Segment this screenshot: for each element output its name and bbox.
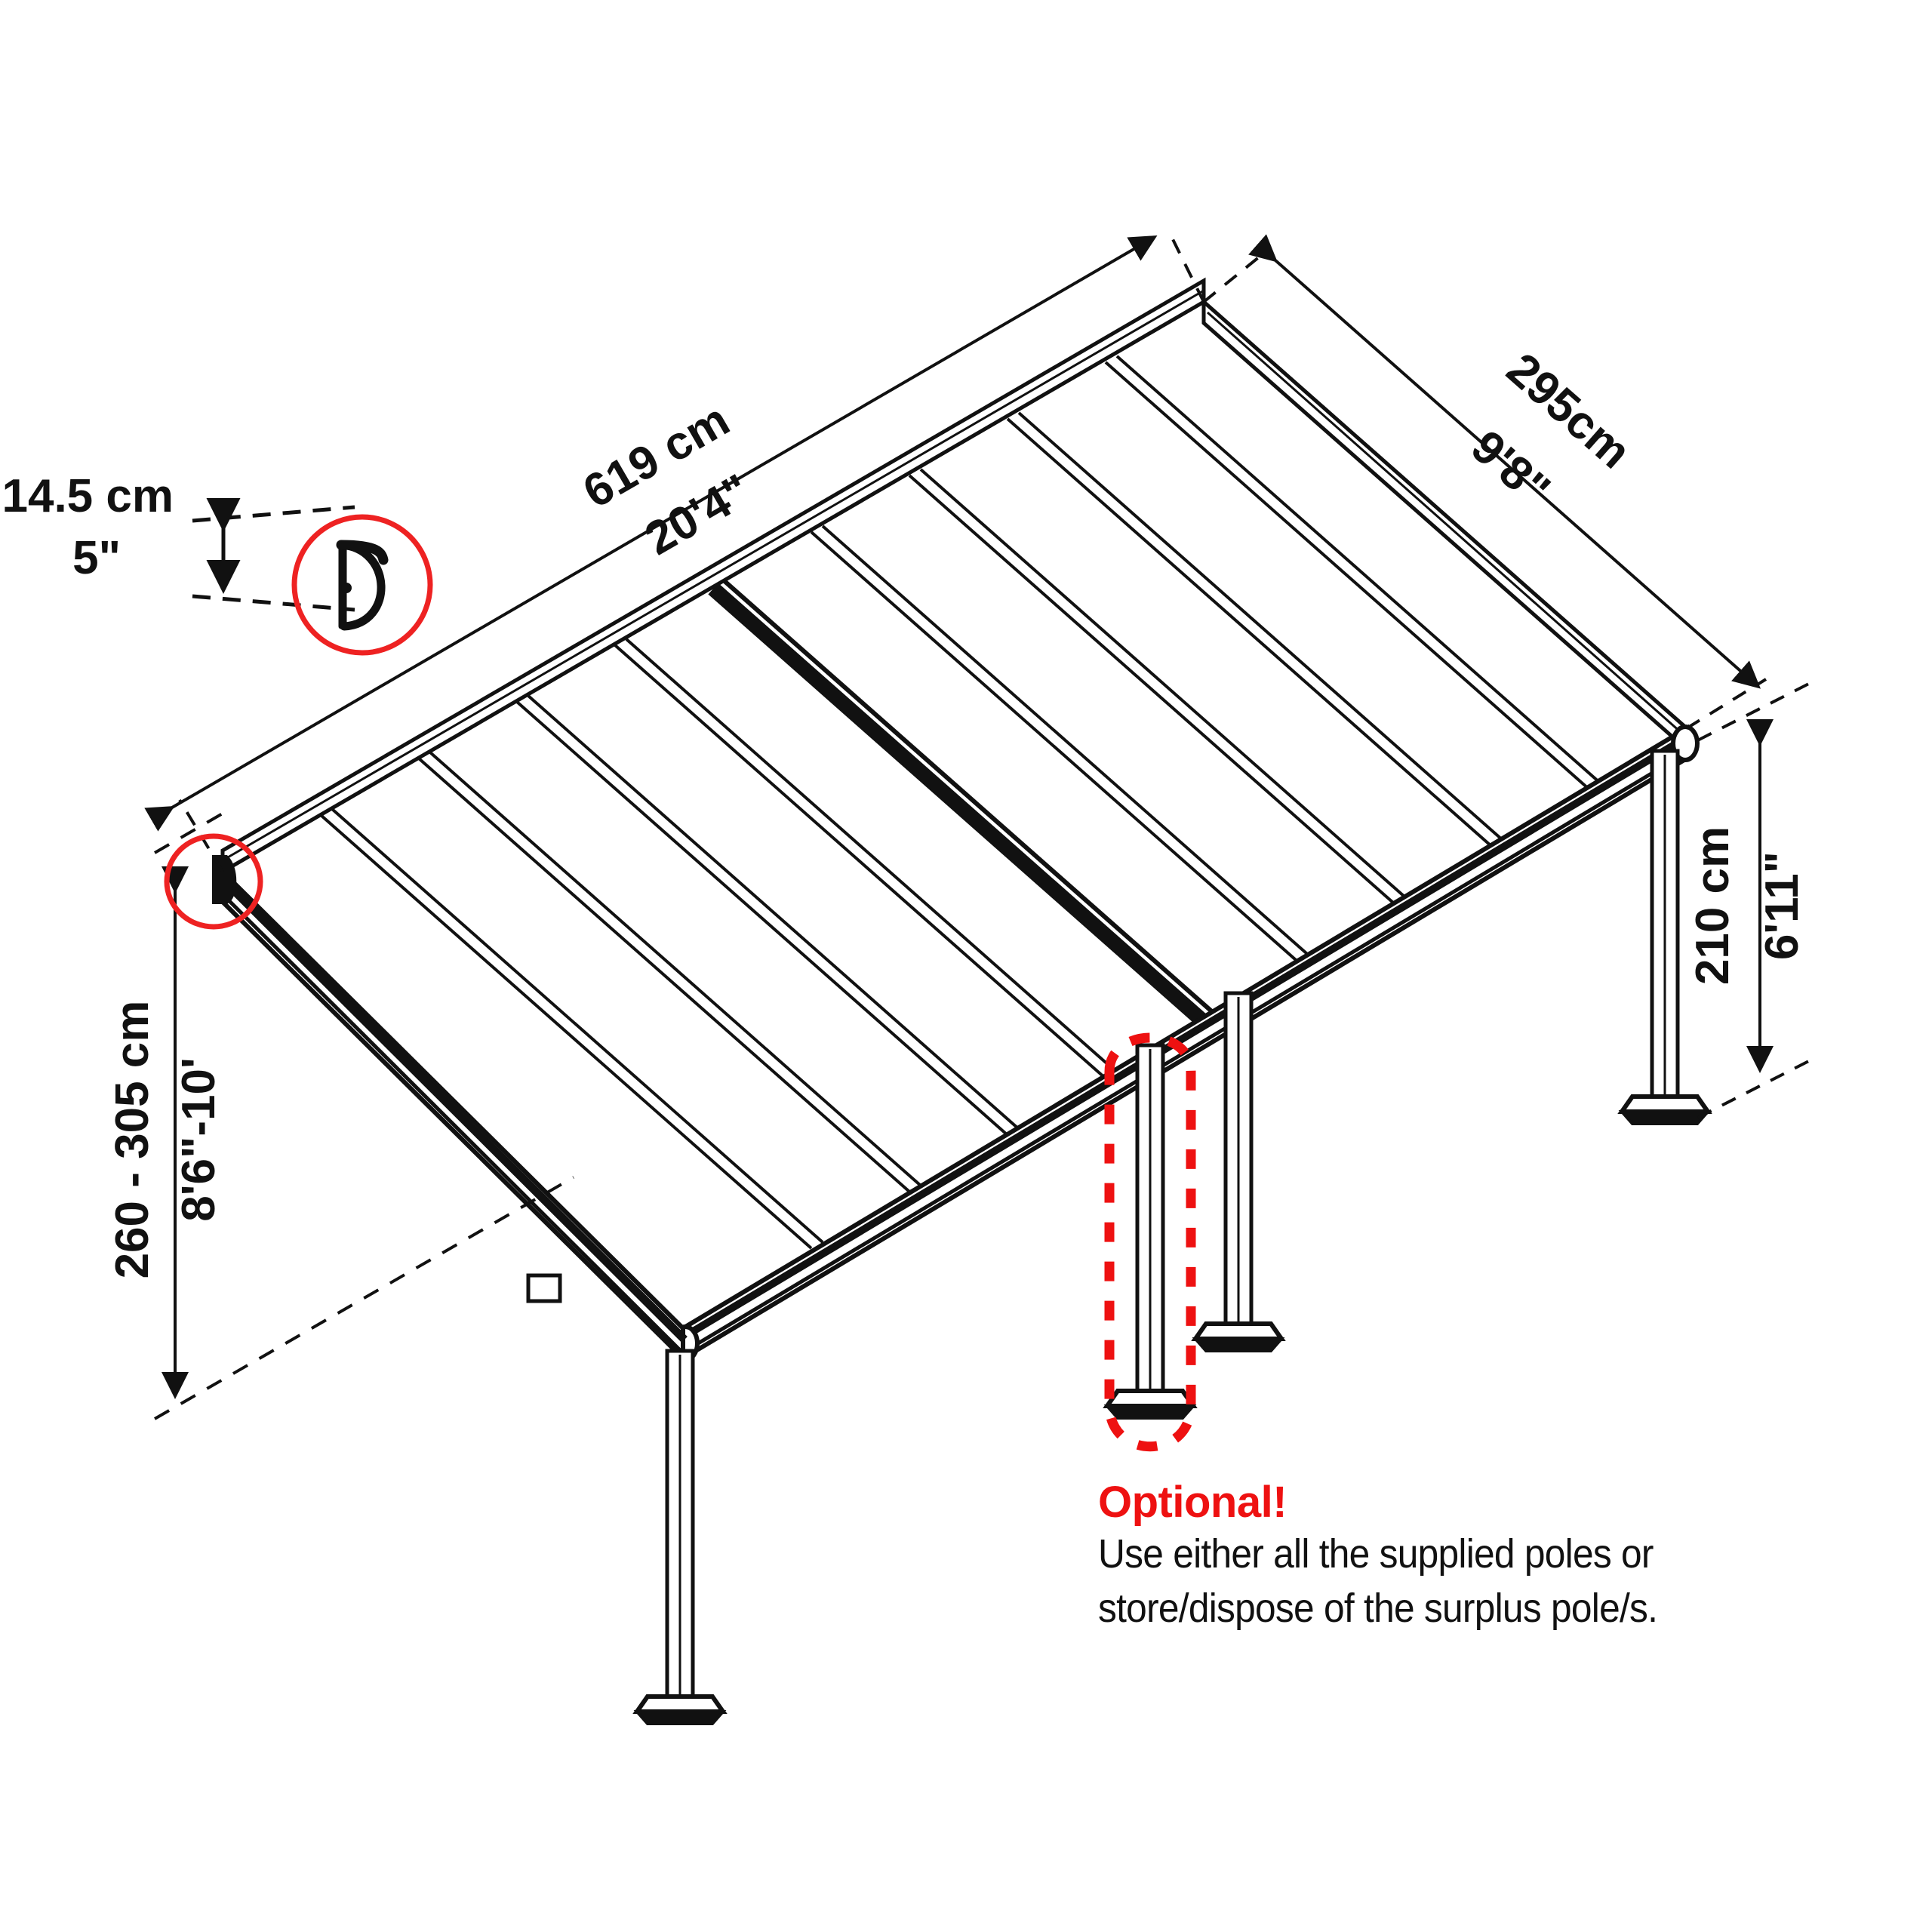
d-profile-cross-section	[336, 540, 389, 631]
front-gutter-beam	[671, 724, 1700, 1363]
profile-highlight-circle	[291, 514, 433, 656]
dimension-depth-imperial: 9'8"	[1461, 420, 1559, 516]
dimension-front-height-imperial: 6'11"	[1756, 851, 1808, 960]
profile-height-metric: 14.5 cm	[2, 470, 174, 522]
pole-front-right	[1617, 749, 1712, 1125]
dimension-wall-height-imperial: 8'6"-10'	[173, 1057, 225, 1221]
pole-front-left	[526, 1273, 728, 1725]
support-poles	[526, 749, 1712, 1725]
pole-mid-right	[1191, 991, 1286, 1352]
pole-optional	[1103, 1043, 1198, 1420]
dimension-front-height-metric: 210 cm	[1687, 826, 1739, 985]
profile-height-imperial: 5"	[72, 532, 121, 584]
optional-note-title: Optional!	[1098, 1478, 1287, 1527]
optional-note: Optional! Use either all the supplied po…	[1098, 1479, 1724, 1634]
dimension-front-height: 210 cm 6'11"	[1687, 677, 1820, 1119]
profile-detail-callout: 14.5 cm 5"	[2, 470, 433, 656]
optional-note-line1: Use either all the supplied poles or	[1098, 1531, 1654, 1577]
dimension-wall-height: 260 - 305 cm 8'6"-10'	[106, 810, 574, 1420]
optional-note-line2: store/dispose of the surplus pole/s.	[1098, 1586, 1658, 1632]
dimension-wall-height-metric: 260 - 305 cm	[106, 1001, 158, 1279]
corner-highlight-circle	[164, 833, 263, 930]
